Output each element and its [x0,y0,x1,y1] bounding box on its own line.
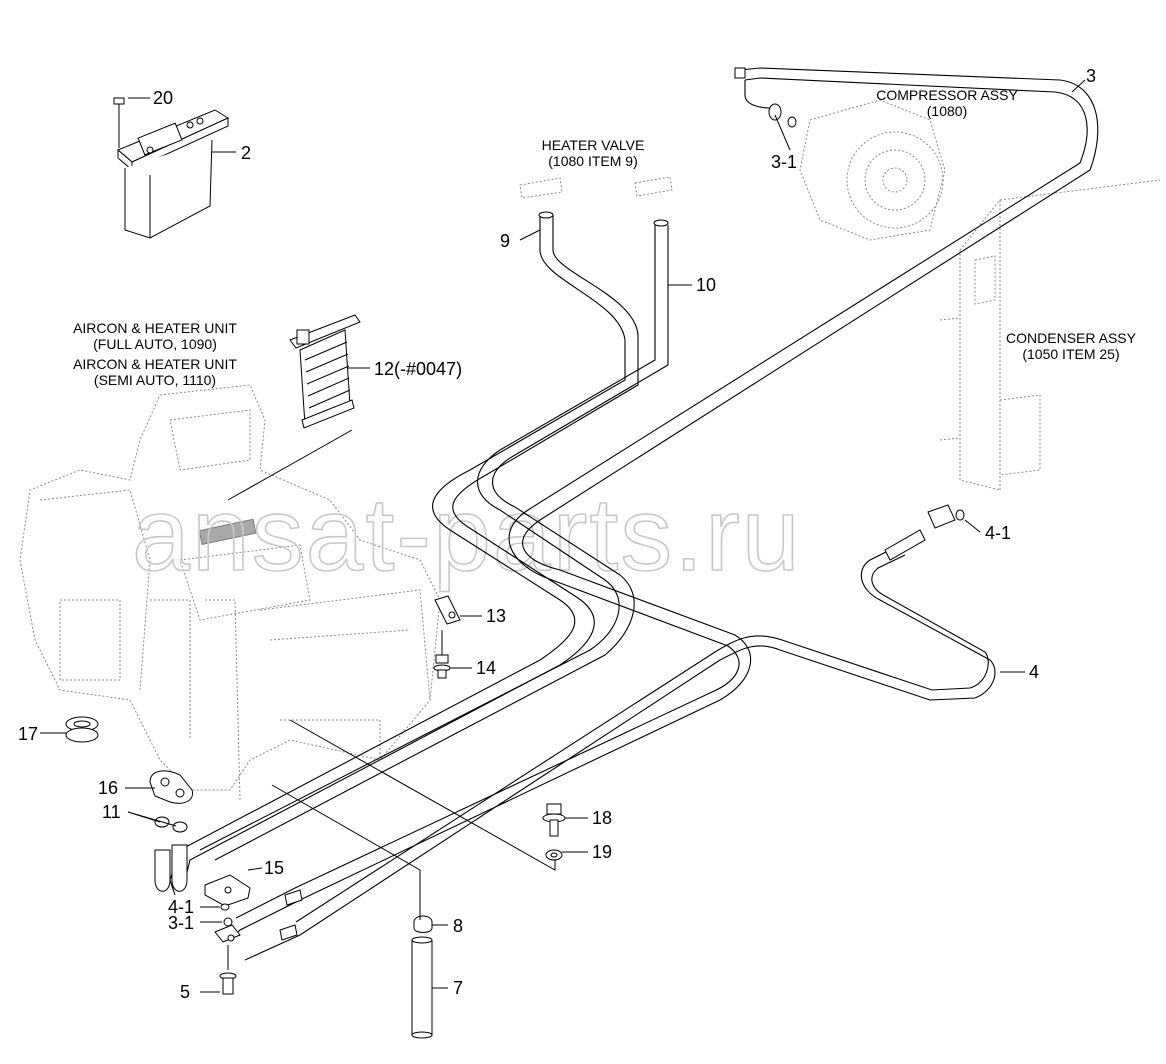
heater-core-part [289,314,361,429]
callout-numbers: 20 2 3 3-1 9 10 12(-#0047) 4-1 4 13 14 1… [18,66,1096,1002]
callout-13: 13 [486,606,506,626]
callout-14: 14 [476,658,496,678]
refrigerant-line-4 [244,504,996,961]
callout-8: 8 [453,916,463,936]
plate-part-15 [204,874,251,907]
callout-17: 17 [18,724,38,744]
callout-10: 10 [696,275,716,295]
bolt-part-18 [542,803,566,837]
callout-3: 3 [1086,66,1096,86]
callout-4: 4 [1029,662,1039,682]
heater-valve-caption-line1: HEATER VALVE [542,137,645,153]
bracket-part-5 [214,924,241,995]
compressor-assy-outline [799,99,946,241]
heater-hoses [154,211,669,896]
heater-valve-fittings [519,176,673,199]
bracket-part-13 [434,595,461,625]
callout-2: 2 [241,143,251,163]
captions: COMPRESSOR ASSY (1080) HEATER VALVE (108… [73,87,1137,388]
callout-7: 7 [453,978,463,998]
refrigerant-line-3 [229,67,1099,941]
callout-3-1-bottom: 3-1 [168,913,194,933]
aircon-full-caption-line2: (FULL AUTO, 1090) [93,336,217,352]
callout-4-1-right: 4-1 [985,523,1011,543]
callout-3-1-top: 3-1 [771,152,797,172]
aircon-full-caption-line1: AIRCON & HEATER UNIT [73,320,237,336]
callout-20: 20 [153,88,173,108]
control-panel-part [117,109,230,239]
callout-15: 15 [264,858,284,878]
callout-4-1-bottom: 4-1 [168,897,194,917]
condenser-caption-line1: CONDENSER ASSY [1006,330,1137,346]
o-ring-3-1-bottom [223,917,233,927]
o-ring-4-1-bottom [220,903,230,911]
condenser-assy-outline [939,179,1161,491]
screw-part [113,97,125,148]
callout-19: 19 [592,842,612,862]
callout-18: 18 [592,808,612,828]
aircon-semi-caption-line2: (SEMI AUTO, 1110) [94,372,216,388]
clamp-part-8 [413,915,433,933]
leader-lines [40,79,1086,993]
callout-9: 9 [500,231,510,251]
aircon-semi-caption-line1: AIRCON & HEATER UNIT [73,356,237,372]
callout-5: 5 [180,982,190,1002]
watermark: ansat-parts.ru [132,477,802,593]
compressor-caption-line1: COMPRESSOR ASSY [876,87,1018,103]
grommet-part-17 [65,716,99,743]
callout-11: 11 [102,802,121,822]
callout-16: 16 [98,778,118,798]
washer-part-19 [545,849,563,861]
bolt-part-14 [433,630,451,679]
drain-hose-part-7 [411,936,433,1039]
heater-valve-caption-line2: (1080 ITEM 9) [548,153,637,169]
aircon-heater-unit-outline [19,384,441,801]
compressor-caption-line2: (1080) [927,103,967,119]
callout-12: 12(-#0047) [374,359,462,379]
condenser-caption-line2: (1050 ITEM 25) [1022,346,1119,362]
plate-part-16 [149,770,194,804]
